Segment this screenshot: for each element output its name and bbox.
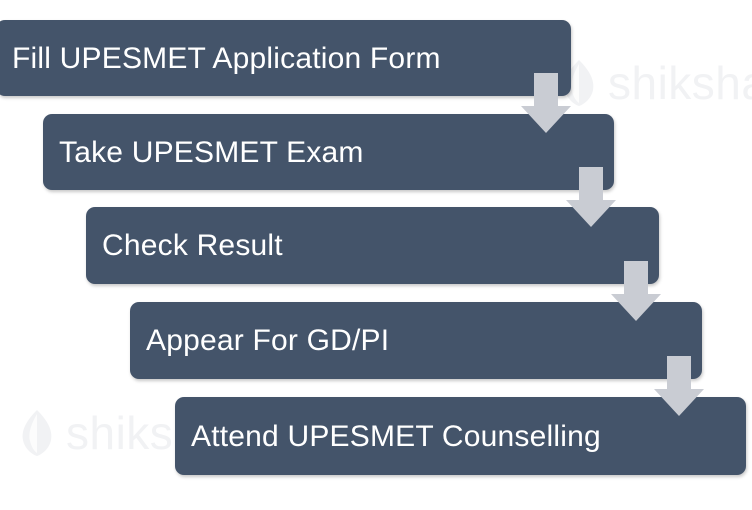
flow-step-4-appear-for-gd-pi[interactable]: Appear For GD/PI [130, 302, 702, 379]
flow-step-3-label: Check Result [102, 229, 283, 262]
flow-step-1-label: Fill UPESMET Application Form [12, 41, 441, 75]
watermark-top: shiksha [560, 58, 752, 108]
flow-step-2-label: Take UPESMET Exam [59, 135, 364, 169]
watermark-top-text: shiksha [608, 57, 752, 109]
flow-step-4-label: Appear For GD/PI [146, 324, 390, 357]
shiksha-leaf-logo-icon [18, 408, 56, 458]
flow-step-3-check-result[interactable]: Check Result [86, 207, 659, 284]
flow-step-5-attend-upesmet-counselling[interactable]: Attend UPESMET Counselling [175, 397, 746, 475]
flow-step-1-fill-upesmet-application-form[interactable]: Fill UPESMET Application Form [0, 20, 571, 96]
flow-step-5-label: Attend UPESMET Counselling [191, 419, 601, 453]
flow-step-2-take-upesmet-exam[interactable]: Take UPESMET Exam [43, 114, 614, 190]
